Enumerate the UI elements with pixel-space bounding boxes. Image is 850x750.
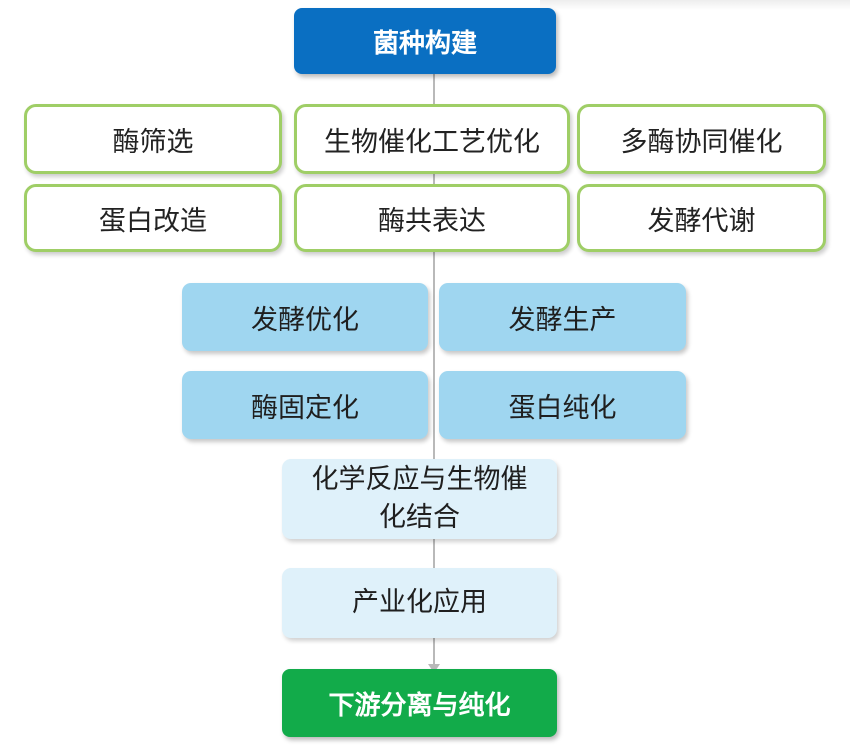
node-strain-construction: 菌种构建 xyxy=(294,8,556,74)
node-enzyme-immobilization: 酶固定化 xyxy=(182,371,428,439)
node-fermentation-metabolism: 发酵代谢 xyxy=(577,184,826,252)
node-biocatalysis-process-optimization: 生物催化工艺优化 xyxy=(294,104,570,174)
top-shadow-band xyxy=(540,0,850,10)
flow-connector-line xyxy=(433,70,435,675)
node-multi-enzyme-cascade: 多酶协同催化 xyxy=(577,104,826,174)
node-protein-engineering: 蛋白改造 xyxy=(24,184,282,252)
node-downstream-separation-purification: 下游分离与纯化 xyxy=(282,669,557,737)
node-fermentation-optimization: 发酵优化 xyxy=(182,283,428,351)
node-industrial-application: 产业化应用 xyxy=(282,568,557,638)
node-protein-purification: 蛋白纯化 xyxy=(439,371,686,439)
node-enzyme-screening: 酶筛选 xyxy=(24,104,282,174)
node-enzyme-coexpression: 酶共表达 xyxy=(294,184,570,252)
node-fermentation-production: 发酵生产 xyxy=(439,283,686,351)
arrow-down-icon xyxy=(428,664,440,673)
node-chemo-bio-integration: 化学反应与生物催化结合 xyxy=(282,459,557,539)
